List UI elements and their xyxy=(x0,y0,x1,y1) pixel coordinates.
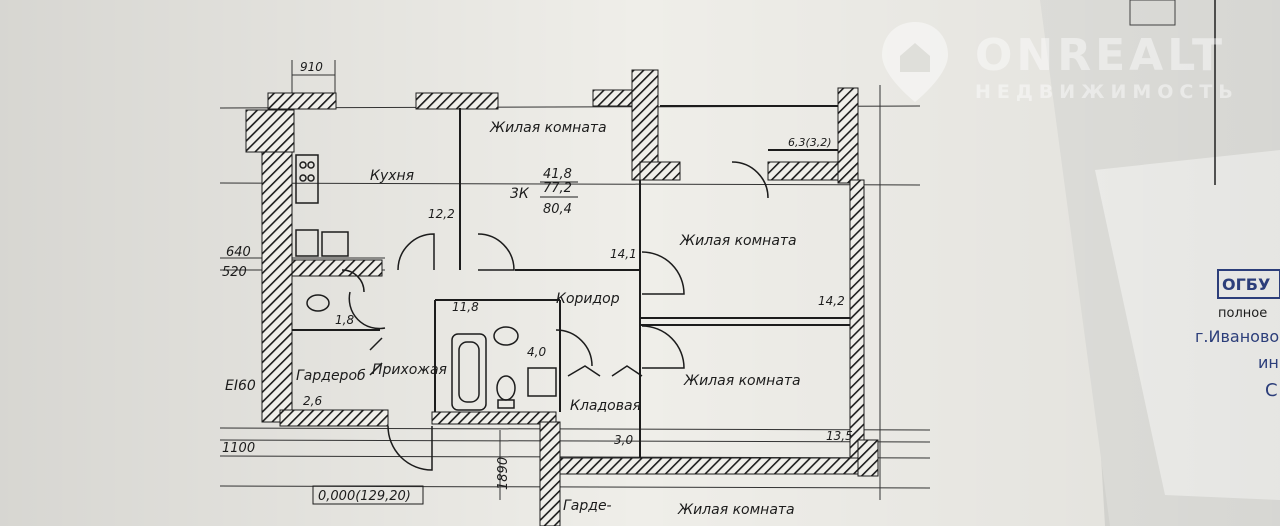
room-wardrobe-name: Гардероб xyxy=(296,368,366,384)
room-wardrobe-area: 2,6 xyxy=(303,394,322,408)
room-hall-name: Прихожая xyxy=(372,362,447,378)
room-wc-area: 1,8 xyxy=(335,313,354,327)
apartment-total-area: 77,2 xyxy=(543,181,572,196)
room-living2-area: 14,2 xyxy=(818,294,845,308)
room-wardrobe2-name: Гарде- xyxy=(563,498,612,514)
room-kitchen-area: 12,2 xyxy=(428,207,455,221)
level-mark: 0,000(129,20) xyxy=(318,489,411,504)
stamp-org: ОГБУ xyxy=(1222,275,1270,294)
apartment-balcony-area: 80,4 xyxy=(543,202,572,217)
dim-left-upper: 640 xyxy=(226,245,251,260)
apartment-type: 3К xyxy=(510,186,530,202)
room-living2-name: Жилая комната xyxy=(679,233,797,249)
watermark-brand: ONREALT xyxy=(975,30,1226,81)
room-bath-area: 4,0 xyxy=(527,345,546,359)
dim-bottom-mid: 1890 xyxy=(496,457,511,490)
watermark-tagline: НЕДВИЖИМОСТЬ xyxy=(975,81,1239,103)
balcony-area: 6,3(3,2) xyxy=(788,136,832,149)
room-living1-area: 14,1 xyxy=(610,247,637,261)
room-storage-area: 3,0 xyxy=(614,433,633,447)
stamp-in: ин xyxy=(1258,353,1279,372)
dim-left-lower: 520 xyxy=(222,265,247,280)
room-storage-name: Кладовая xyxy=(570,398,641,414)
fixtures xyxy=(295,154,557,411)
room-living3-area: 13,5 xyxy=(826,429,853,443)
room-corridor-area: 11,8 xyxy=(452,300,479,314)
watermark: ONREALT НЕДВИЖИМОСТЬ xyxy=(882,22,1239,103)
room-corridor-name: Коридор xyxy=(556,291,620,307)
apartment-living-area: 41,8 xyxy=(543,167,572,182)
stamp-full: полное xyxy=(1218,306,1267,321)
walls xyxy=(245,69,879,526)
stamp-city: г.Иваново, xyxy=(1195,327,1280,346)
room-living1-name: Жилая комната xyxy=(489,120,607,136)
stamp-c: С xyxy=(1265,380,1278,401)
room-living4-name: Жилая комната xyxy=(677,502,795,518)
fire-rating: EI60 xyxy=(225,378,256,394)
dim-top-opening: 910 xyxy=(300,60,323,74)
stamp: ОГБУ полное г.Иваново, ин С xyxy=(1195,269,1280,401)
dim-bottom-left: 1100 xyxy=(222,441,255,456)
room-living3-name: Жилая комната xyxy=(683,373,801,389)
room-kitchen-name: Кухня xyxy=(370,168,414,184)
